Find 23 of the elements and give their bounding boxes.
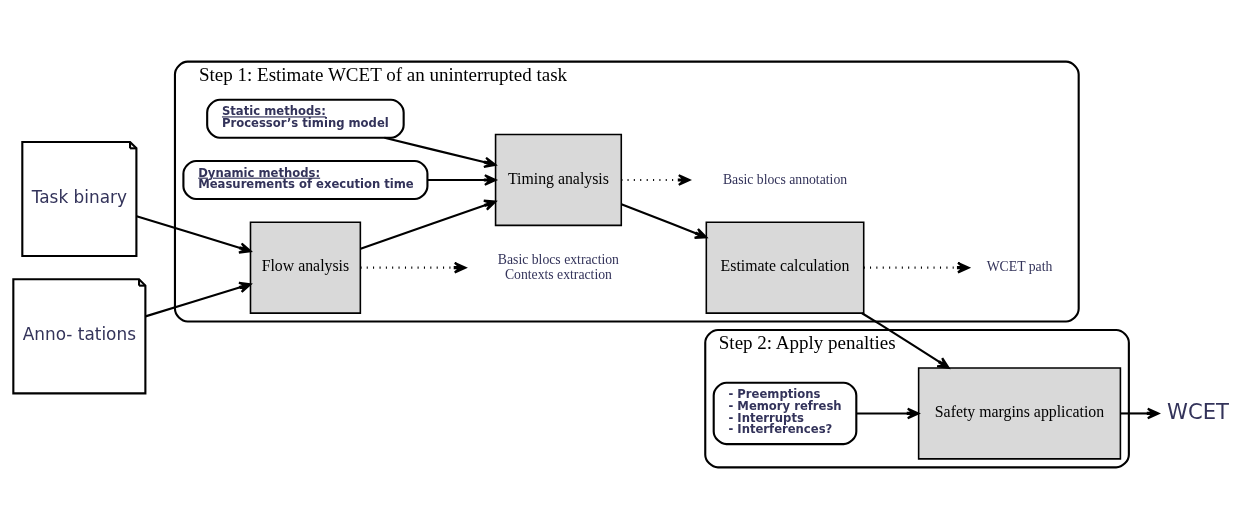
node-box: Timing analysis: [494, 133, 623, 227]
node-box: Safety margins application: [917, 367, 1122, 460]
arrow: [621, 174, 691, 186]
arrow: [621, 203, 708, 239]
node-box: Dynamic methods: Measurements of execution time: [182, 159, 429, 201]
node-text: WCET path: [986, 259, 1053, 275]
node-box: Flow analysis: [249, 221, 362, 314]
arrow: [1120, 407, 1160, 420]
arrow: [145, 281, 252, 318]
arrow: [384, 136, 497, 168]
node-box: Estimate calculation: [705, 221, 865, 314]
arrow: [136, 215, 252, 254]
node-box: - Preemptions - Memory refresh - Interrupts - Interferences?: [712, 381, 858, 446]
node-text: Basic blocs extraction Contexts extraction: [497, 251, 619, 282]
node-text: WCET: [1167, 398, 1229, 424]
node-text: Basic blocs annotation: [722, 171, 848, 187]
arrow: [861, 312, 950, 369]
arrow: [856, 407, 920, 420]
arrow: [360, 261, 467, 274]
arrow: [360, 199, 497, 250]
node-box: Static methods: Processor’s timing model: [206, 98, 405, 139]
arrow: [863, 261, 970, 274]
arrow: [427, 174, 497, 186]
